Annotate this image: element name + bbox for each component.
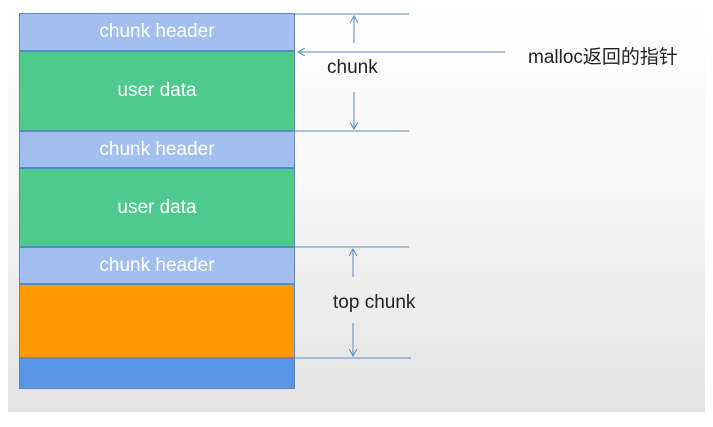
user-data-2: user data (19, 168, 295, 247)
top-chunk-label: top chunk (333, 292, 416, 313)
chunk-header-2-label: chunk header (99, 138, 215, 160)
chunk-header-1: chunk header (19, 13, 295, 51)
chunk-header-1-label: chunk header (99, 21, 215, 42)
top-chunk-block (19, 284, 295, 358)
chunk-header-2: chunk header (19, 131, 295, 168)
user-data-2-label: user data (117, 196, 197, 218)
chunk-header-3: chunk header (19, 247, 295, 284)
malloc-pointer-label: malloc返回的指针 (528, 47, 678, 68)
user-data-1: user data (19, 51, 295, 131)
chunk-label: chunk (327, 57, 378, 78)
user-data-1-label: user data (117, 80, 197, 101)
bottom-block (19, 358, 295, 389)
chunk-header-3-label: chunk header (99, 254, 215, 276)
